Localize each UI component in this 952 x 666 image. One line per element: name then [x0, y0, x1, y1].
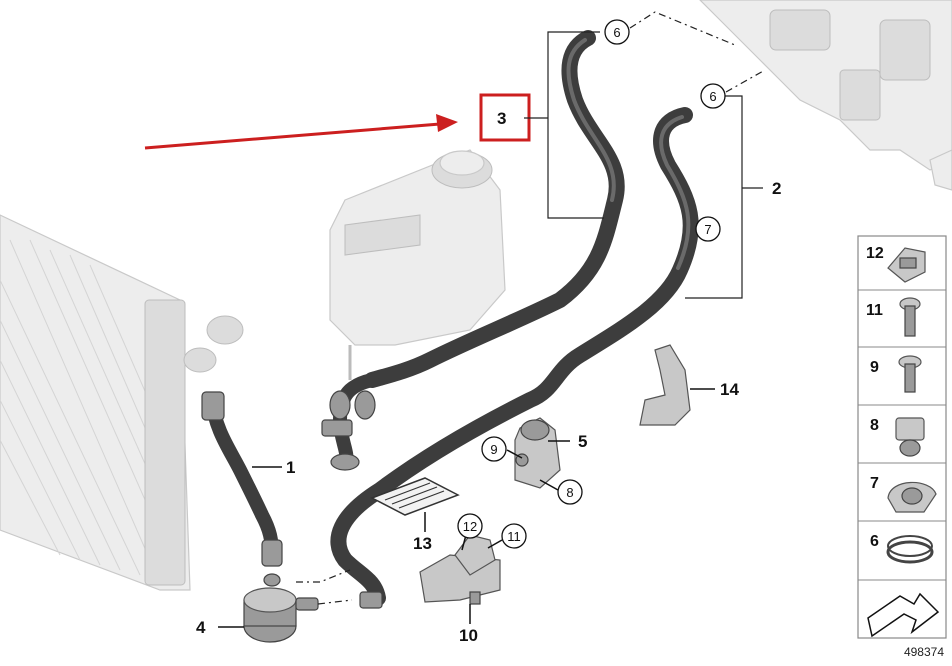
callout-5: 5	[578, 432, 587, 451]
circled-12: 12	[457, 513, 483, 539]
panel-label-8: 8	[870, 417, 879, 434]
panel-label-6: 6	[870, 533, 879, 550]
panel-label-12: 12	[866, 245, 884, 262]
dashed-link-top-6b	[725, 69, 766, 93]
red-pointer-arrow-icon	[144, 114, 458, 150]
circled-7: 7	[695, 216, 721, 242]
panel-item-7: 7	[870, 475, 937, 513]
leader-9	[506, 449, 523, 459]
electric-water-pump	[243, 573, 319, 643]
dashed-link-pump-2	[296, 569, 351, 583]
circled-8: 8	[557, 479, 583, 505]
callout-2: 2	[772, 179, 781, 198]
circled-6a-label: 6	[613, 25, 620, 40]
circled-6b: 6	[700, 83, 726, 109]
circled-11: 11	[501, 523, 527, 549]
hose-1	[201, 391, 283, 567]
hose-2-connector	[359, 591, 383, 609]
circled-8-label: 8	[566, 485, 573, 500]
circled-6a: 6	[604, 19, 630, 45]
support-bracket-14	[639, 344, 691, 426]
callout-10: 10	[459, 626, 478, 645]
tag-arrow-icon	[867, 592, 940, 638]
panel-item-12: 12	[866, 245, 926, 283]
holder-bracket-10	[419, 534, 501, 605]
leader-8	[539, 479, 559, 491]
dashed-link-top-6a	[629, 11, 736, 46]
callout-13: 13	[413, 534, 432, 553]
heater-housing-ghost	[699, 0, 952, 191]
callout-4: 4	[196, 618, 206, 637]
callout-14: 14	[720, 380, 739, 399]
reference-number: 498374	[904, 645, 944, 659]
panel-item-11: 11	[866, 297, 921, 337]
hose-3	[364, 30, 625, 388]
small-parts-panel: 12 11 9 8 7 6	[857, 235, 947, 639]
holder-bracket-5	[514, 417, 561, 489]
group-bracket-3	[524, 31, 604, 219]
tank-junction	[321, 373, 379, 471]
circled-9-label: 9	[490, 442, 497, 457]
radiator-ghost	[0, 214, 244, 591]
callout-3: 3	[497, 109, 506, 128]
panel-label-11: 11	[866, 302, 883, 319]
circled-9: 9	[481, 436, 507, 462]
panel-item-6: 6	[870, 533, 934, 564]
circled-12-label: 12	[463, 519, 477, 534]
hose-2	[330, 107, 699, 606]
leader-11	[487, 539, 503, 549]
foam-pad	[370, 477, 460, 516]
expansion-tank-ghost	[329, 149, 506, 380]
circled-7-label: 7	[704, 222, 711, 237]
dashed-link-pump	[317, 599, 353, 605]
callout-1: 1	[286, 458, 295, 477]
panel-item-9: 9	[870, 355, 922, 393]
circled-6b-label: 6	[709, 89, 716, 104]
circled-11-label: 11	[507, 529, 521, 544]
panel-item-8: 8	[870, 417, 925, 457]
panel-label-9: 9	[870, 359, 879, 376]
group-bracket-2	[685, 95, 763, 299]
panel-label-7: 7	[870, 475, 879, 492]
